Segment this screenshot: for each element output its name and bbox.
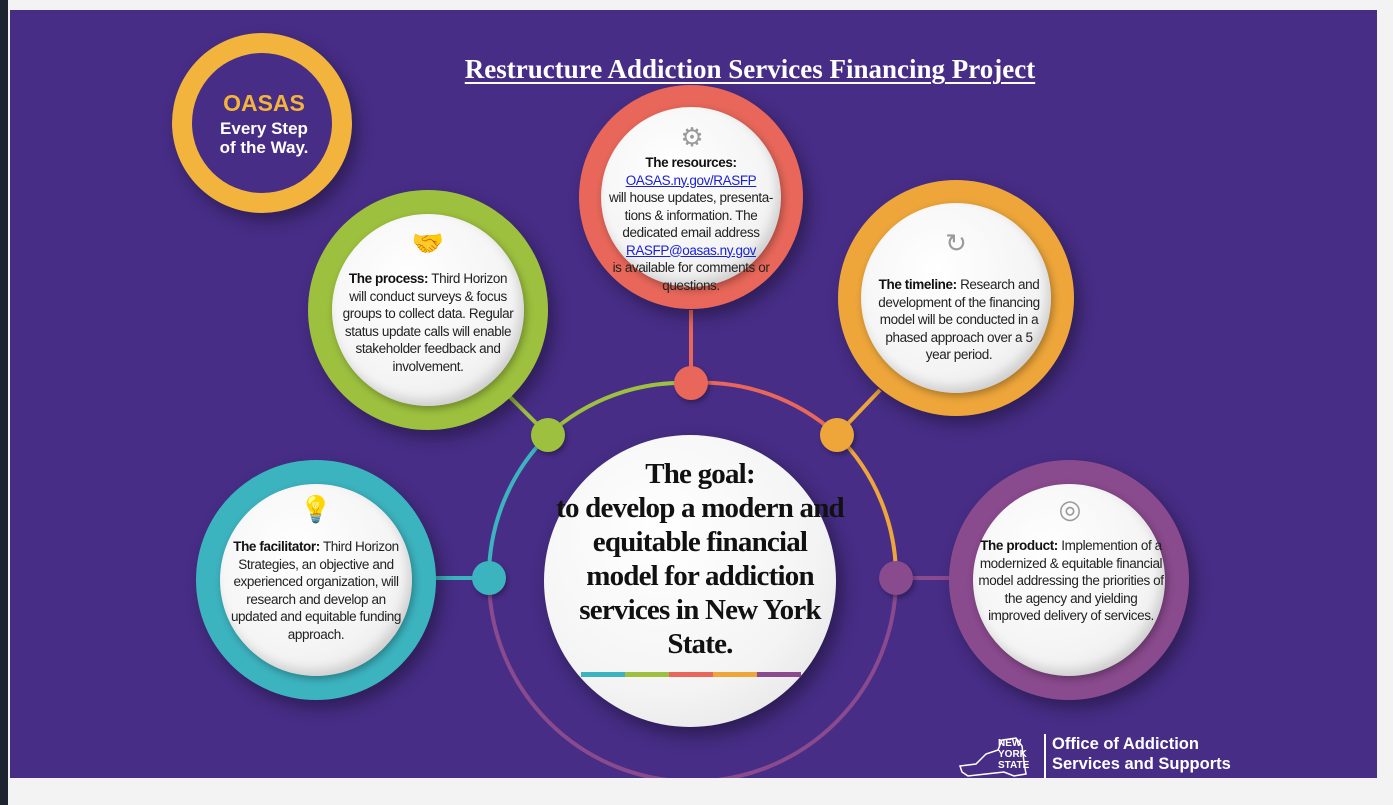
process-circle <box>308 190 548 430</box>
window-edge <box>0 0 8 805</box>
arc-coral <box>690 380 839 437</box>
facilitator-text: The facilitator: Third Horizon Strategie… <box>230 539 402 642</box>
facilitator-circle <box>196 460 436 700</box>
gears-icon: ⚙ <box>680 122 704 152</box>
resources-link[interactable]: OASAS.ny.gov/RASFP <box>625 172 757 188</box>
logo-text: OASAS Every Step of the Way. <box>209 90 319 157</box>
ny-state-outline-icon <box>958 737 1027 777</box>
node-dot-green <box>531 418 565 452</box>
logo-tagline: Every Step <box>220 119 308 138</box>
arc-green <box>546 380 692 437</box>
color-bar <box>581 672 801 677</box>
node-dot-teal <box>472 561 506 595</box>
timeline-text: The timeline: Research and development o… <box>878 277 1040 362</box>
node-dot-coral <box>674 366 708 400</box>
resources-text: The resources: OASAS.ny.gov/RASFP will h… <box>598 154 784 294</box>
arc-orange <box>835 433 899 579</box>
resources-circle <box>579 85 803 309</box>
office-name: Services and Supports <box>1052 755 1231 773</box>
arc-purple <box>487 577 898 778</box>
slide: Restructure Addiction Services Financing… <box>10 10 1377 778</box>
node-dot-orange <box>820 418 854 452</box>
arc-teal <box>486 433 550 579</box>
logo-brand: OASAS <box>223 90 305 116</box>
nys-wordmark: STATE <box>998 760 1030 771</box>
logo-tagline: of the Way. <box>219 138 309 157</box>
cycle-icon: ↻ <box>945 228 967 258</box>
node-dot-purple <box>879 561 913 595</box>
nys-oasas-footer-logo: NEW YORK STATE Office of Addiction Servi… <box>956 728 1256 778</box>
nys-wordmark: YORK <box>998 749 1027 760</box>
oasas-logo <box>172 33 352 213</box>
lightbulb-icon: 💡 <box>299 494 333 524</box>
divider <box>1044 734 1046 778</box>
process-text: The process: Third Horizon will conduct … <box>342 271 514 374</box>
handshake-icon: 🤝 <box>411 228 445 258</box>
goal-body: to develop a modern and equitable financ… <box>556 492 845 660</box>
product-text: The product: Implemention of a modernize… <box>978 538 1164 623</box>
office-name: Office of Addiction <box>1052 735 1199 753</box>
product-circle <box>949 460 1189 700</box>
nys-wordmark: NEW <box>998 738 1022 749</box>
email-link[interactable]: RASFP@oasas.ny.gov <box>625 242 757 258</box>
target-icon: ◎ <box>1058 494 1082 524</box>
goal-circle <box>544 435 836 727</box>
goal-text: The goal: to develop a modern and equita… <box>555 457 845 661</box>
page-title: Restructure Addiction Services Financing… <box>464 54 1036 84</box>
connector-diagram <box>430 310 960 778</box>
goal-heading: The goal: <box>645 458 755 490</box>
timeline-circle <box>838 180 1074 416</box>
